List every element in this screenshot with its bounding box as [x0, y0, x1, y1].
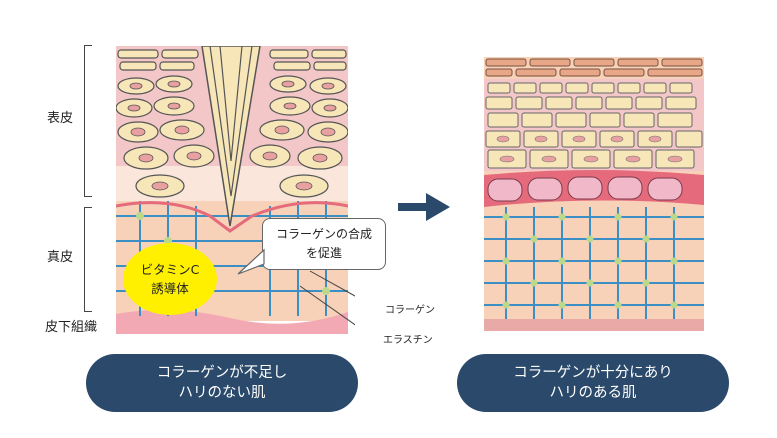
label-collagen: コラーゲン	[385, 305, 435, 316]
caption-right: コラーゲンが十分にあり ハリのある肌	[457, 354, 729, 412]
label-epidermis: 表皮	[47, 111, 74, 126]
vitamin-c-bubble: ビタミンC 誘導体	[123, 243, 217, 315]
vitamin-line2: 誘導体	[151, 281, 189, 296]
caption-left-line2: ハリのない肌	[178, 385, 266, 401]
callout-line1: コラーゲンの合成	[275, 227, 372, 241]
right-skin-illustration	[484, 57, 704, 331]
vitamin-line1: ビタミンC	[140, 262, 200, 277]
right-arrow-icon	[398, 193, 450, 221]
caption-left-line1: コラーゲンが不足し	[156, 365, 288, 381]
label-dermis: 真皮	[47, 250, 74, 265]
label-elastin: エラスチン	[383, 335, 433, 346]
caption-right-line1: コラーゲンが十分にあり	[513, 365, 673, 381]
callout-collagen-synthesis: コラーゲンの合成 を促進	[262, 218, 386, 270]
label-subcutaneous: 皮下組織	[45, 320, 98, 335]
bracket-epidermis	[84, 45, 92, 197]
caption-right-line2: ハリのある肌	[549, 385, 637, 401]
callout-line2: を促進	[305, 246, 342, 260]
bracket-dermis	[84, 207, 92, 312]
callout-pointer	[237, 248, 265, 275]
caption-left: コラーゲンが不足し ハリのない肌	[86, 354, 358, 412]
